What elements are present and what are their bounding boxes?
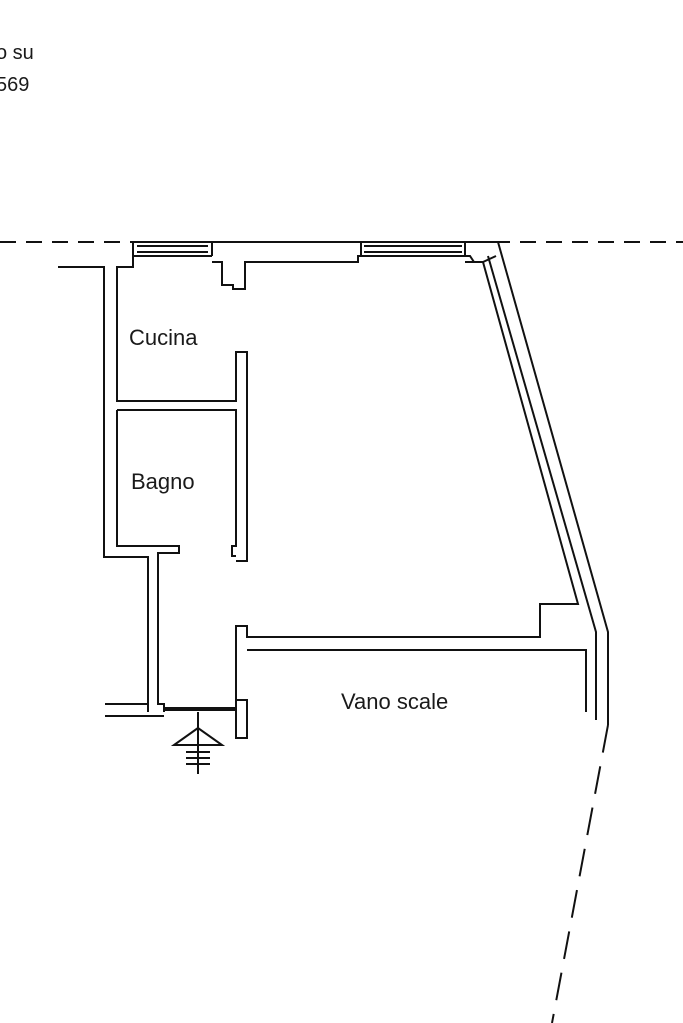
right-oblique-wall [465, 241, 609, 725]
entrance-left-wall [105, 703, 164, 717]
header-text-line-2: 569 [0, 74, 30, 96]
header-text-line-1: o su [0, 42, 34, 64]
window-right [360, 242, 466, 256]
entrance-jamb [235, 699, 248, 739]
top-wall [133, 241, 587, 712]
room-label-cucina: Cucina [129, 325, 198, 350]
entrance-arrow-icon [170, 712, 226, 774]
room-label-vano-scale: Vano scale [341, 689, 448, 714]
partition-cucina-bagno [117, 351, 248, 562]
boundary-dashed-bottom-right [551, 724, 609, 1023]
window-left [132, 242, 213, 256]
room-label-bagno: Bagno [131, 469, 195, 494]
